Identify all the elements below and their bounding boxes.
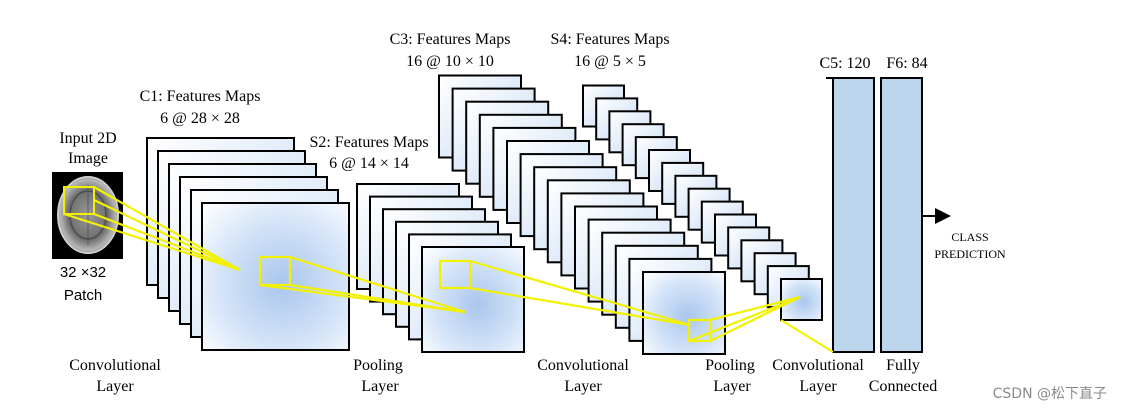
c5-dense-layer — [826, 77, 875, 353]
c1-dims: 6 @ 28 × 28 — [160, 110, 240, 127]
pool2-label-line2: Layer — [713, 378, 751, 395]
pool2-label-line1: Pooling — [705, 357, 755, 374]
yellow-connectors — [63, 186, 834, 353]
connector-line — [93, 186, 241, 271]
f6-dense-layer — [880, 77, 923, 353]
fc-label-line2: Connected — [869, 378, 937, 395]
pool1-label-line2: Layer — [361, 378, 399, 395]
connector-line — [469, 259, 691, 327]
s2-dims: 6 @ 14 × 14 — [329, 155, 409, 172]
s4-dims: 16 @ 5 × 5 — [574, 53, 646, 70]
c3-title: C3: Features Maps — [390, 31, 511, 48]
c3-dims: 16 @ 10 × 10 — [406, 53, 494, 70]
conv1-label-line2: Layer — [96, 378, 134, 395]
c1-patch-box — [258, 255, 292, 287]
s4-title: S4: Features Maps — [550, 31, 669, 48]
conv3-label-line1: Convolutional — [772, 357, 864, 374]
connector-line — [469, 286, 691, 327]
c3-map — [642, 271, 726, 355]
connector-line — [780, 319, 834, 353]
input-title-line1: Input 2D — [59, 130, 116, 147]
c5-title: C5: 120 — [819, 55, 870, 72]
fc-label-line1: Fully — [886, 357, 920, 374]
connector-line — [709, 295, 801, 322]
s4-stack — [582, 84, 823, 321]
connector-line — [93, 212, 241, 272]
conv1-label-line1: Convolutional — [69, 357, 161, 374]
connector-line — [63, 212, 241, 272]
input-title-line2: Image — [68, 150, 108, 167]
input-image — [52, 172, 123, 259]
s2-patch-box — [438, 259, 472, 290]
connector-line — [93, 199, 241, 271]
patch-label: Patch — [64, 287, 102, 304]
c1-map — [201, 202, 350, 351]
connector-line — [688, 295, 801, 343]
connector-line — [709, 296, 801, 342]
output-label-line2: PREDICTION — [934, 247, 1006, 261]
c3-patch-box — [687, 318, 712, 343]
output-label-line1: CLASS — [951, 230, 988, 244]
feature-map-stacks — [146, 74, 823, 355]
pool1-label-line1: Pooling — [353, 357, 403, 374]
connector-line — [289, 255, 466, 314]
s2-stack — [356, 183, 525, 353]
conv3-label-line2: Layer — [799, 378, 837, 395]
s2-title: S2: Features Maps — [309, 134, 428, 151]
patch-size-label: 32 ×32 — [60, 264, 106, 281]
conv2-label-line2: Layer — [564, 378, 602, 395]
watermark: CSDN @松下直子 — [993, 385, 1107, 402]
c3-stack — [438, 74, 726, 355]
connector-line — [259, 283, 466, 314]
c1-stack — [146, 137, 350, 351]
conv2-label-line1: Convolutional — [537, 357, 629, 374]
f6-title: F6: 84 — [886, 55, 927, 72]
c1-title: C1: Features Maps — [140, 88, 261, 105]
